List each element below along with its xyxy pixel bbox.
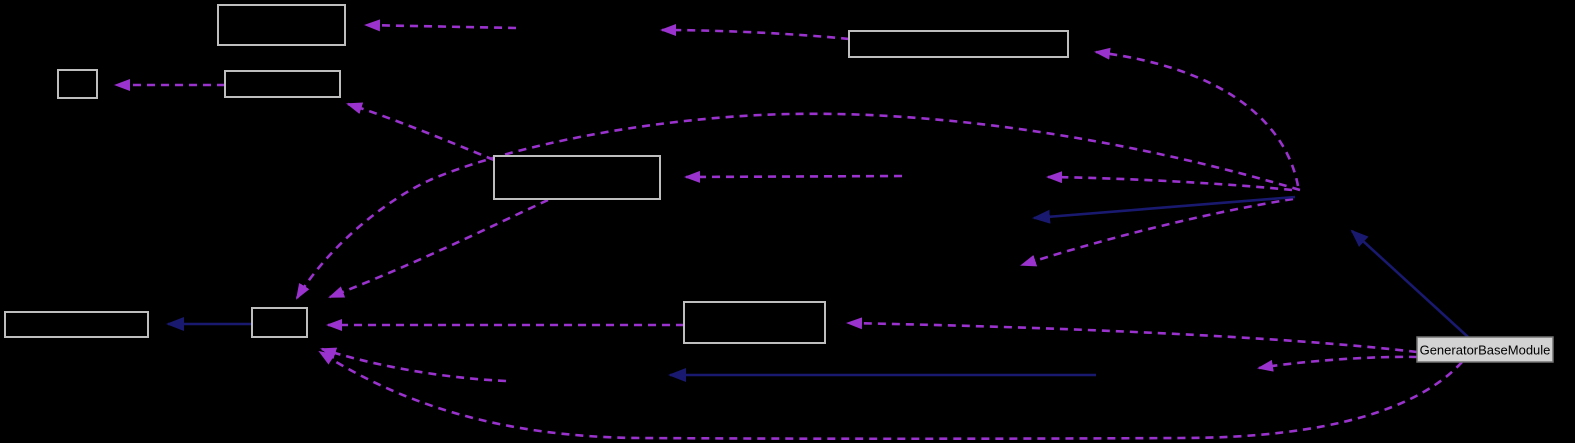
usage-edge: [1046, 171, 1293, 192]
usage-edge: [1257, 355, 1418, 372]
generator-base-module-node[interactable]: GeneratorBaseModule: [1416, 336, 1554, 363]
usage-edge: [1094, 47, 1300, 187]
class-node-small-upper-left[interactable]: [57, 69, 98, 99]
class-node-small-hub[interactable]: [251, 307, 308, 338]
generator-base-module-box[interactable]: [1416, 336, 1554, 363]
usage-edge: [318, 350, 1463, 441]
inheritance-edge: [1032, 195, 1296, 224]
usage-edge: [846, 317, 1418, 354]
class-node-upper-left[interactable]: [224, 70, 341, 98]
class-node-top[interactable]: [217, 4, 346, 46]
inheritance-edge: [1350, 229, 1469, 338]
usage-edge: [364, 19, 517, 32]
class-node-bottom-middle[interactable]: [683, 301, 826, 344]
generator-base-module-label: GeneratorBaseModule: [1420, 342, 1551, 357]
class-node-center[interactable]: [493, 155, 661, 200]
usage-edge: [328, 198, 549, 299]
class-node-top-right[interactable]: [848, 30, 1069, 58]
usage-edge: [660, 24, 850, 41]
usage-edge: [346, 102, 495, 162]
usage-edge: [684, 170, 903, 183]
class-node-bottom-left[interactable]: [4, 311, 149, 338]
usage-edge: [320, 347, 507, 383]
usage-edge: [295, 112, 1301, 300]
